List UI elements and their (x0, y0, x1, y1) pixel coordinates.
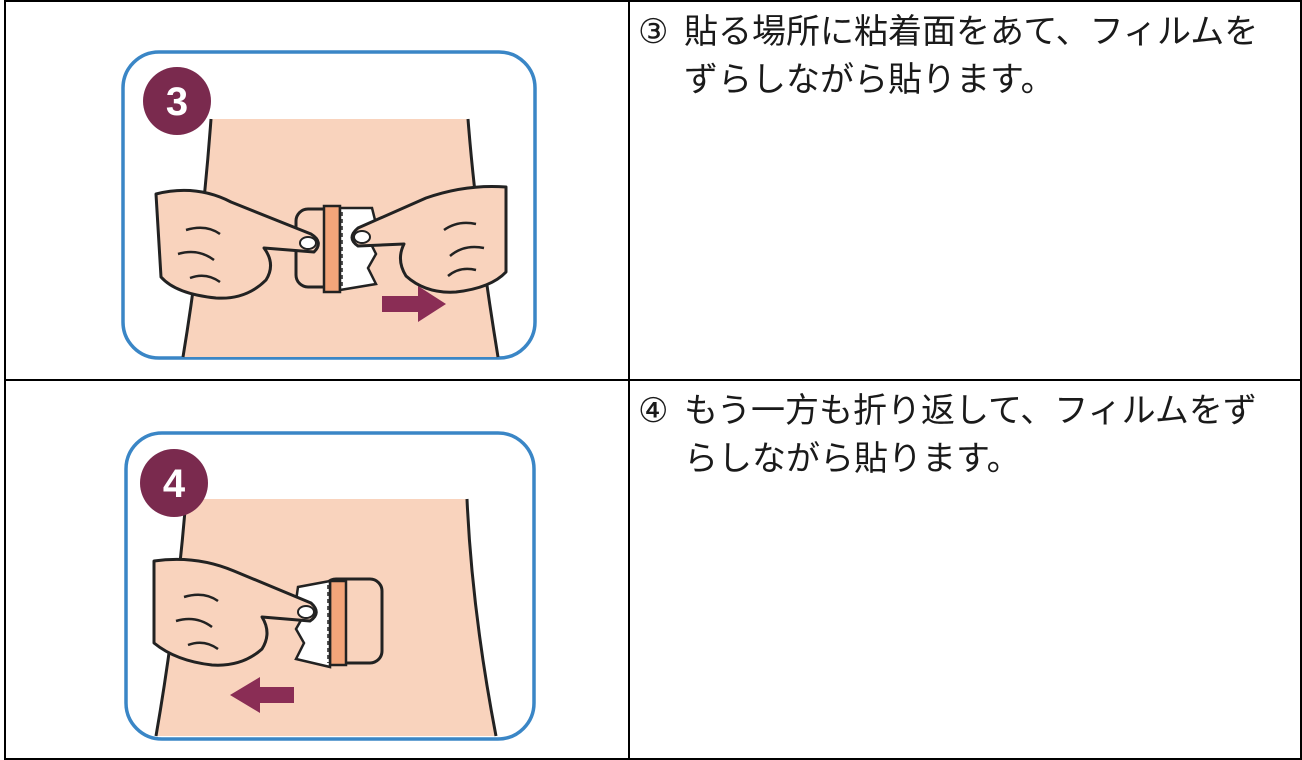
left-fingernail (299, 236, 317, 250)
hand (152, 557, 318, 667)
left-hand-knuckles (177, 226, 221, 284)
film-sheet (294, 579, 332, 669)
film-sheet (338, 206, 378, 292)
step-4-text-cell: ④ もう一方も折り返して、フィルムをずらしながら貼ります。 (628, 379, 1302, 760)
step-4-text: もう一方も折り返して、フィルムをずらしながら貼ります。 (684, 391, 1257, 479)
right-hand (350, 184, 508, 294)
step-3-illustration-cell: 3 (4, 0, 630, 381)
step-badge-3-number: 3 (166, 80, 188, 124)
step-4-illustration: 4 (124, 431, 536, 741)
step-row-4: 4 ④ もう一方も折り返して、フィルムをずらしながら貼ります。 (4, 379, 1302, 760)
instruction-table: 3 ③ 貼る場所に粘着面をあて、フィルムをずらしな (4, 0, 1302, 760)
step-4-instruction: ④ もう一方も折り返して、フィルムをずらしながら貼ります。 (638, 387, 1290, 483)
step-badge-3 (143, 67, 211, 135)
step-3-marker: ③ (638, 12, 669, 52)
arrow-right-icon (382, 286, 446, 322)
step-3-text: 貼る場所に粘着面をあて、フィルムをずらしながら貼ります。 (684, 12, 1259, 100)
right-hand-knuckles (443, 221, 485, 277)
patch-orange-strip (322, 204, 342, 294)
step-badge-4 (140, 449, 208, 517)
left-hand (154, 188, 320, 300)
step-row-3: 3 ③ 貼る場所に粘着面をあて、フィルムをずらしな (4, 0, 1302, 381)
fingernail (297, 605, 315, 619)
arrow-left-icon (230, 677, 294, 713)
step-3-illustration: 3 (121, 50, 537, 360)
step-4-illustration-cell: 4 (4, 379, 630, 760)
step-badge-4-number: 4 (163, 462, 186, 506)
step-3-text-cell: ③ 貼る場所に粘着面をあて、フィルムをずらしながら貼ります。 (628, 0, 1302, 381)
hand-knuckles (175, 593, 219, 651)
right-fingernail (353, 230, 371, 244)
step-3-instruction: ③ 貼る場所に粘着面をあて、フィルムをずらしながら貼ります。 (638, 8, 1290, 104)
body-outline-right (465, 498, 498, 737)
step-4-marker: ④ (638, 391, 669, 431)
patch-orange-strip (328, 579, 348, 667)
